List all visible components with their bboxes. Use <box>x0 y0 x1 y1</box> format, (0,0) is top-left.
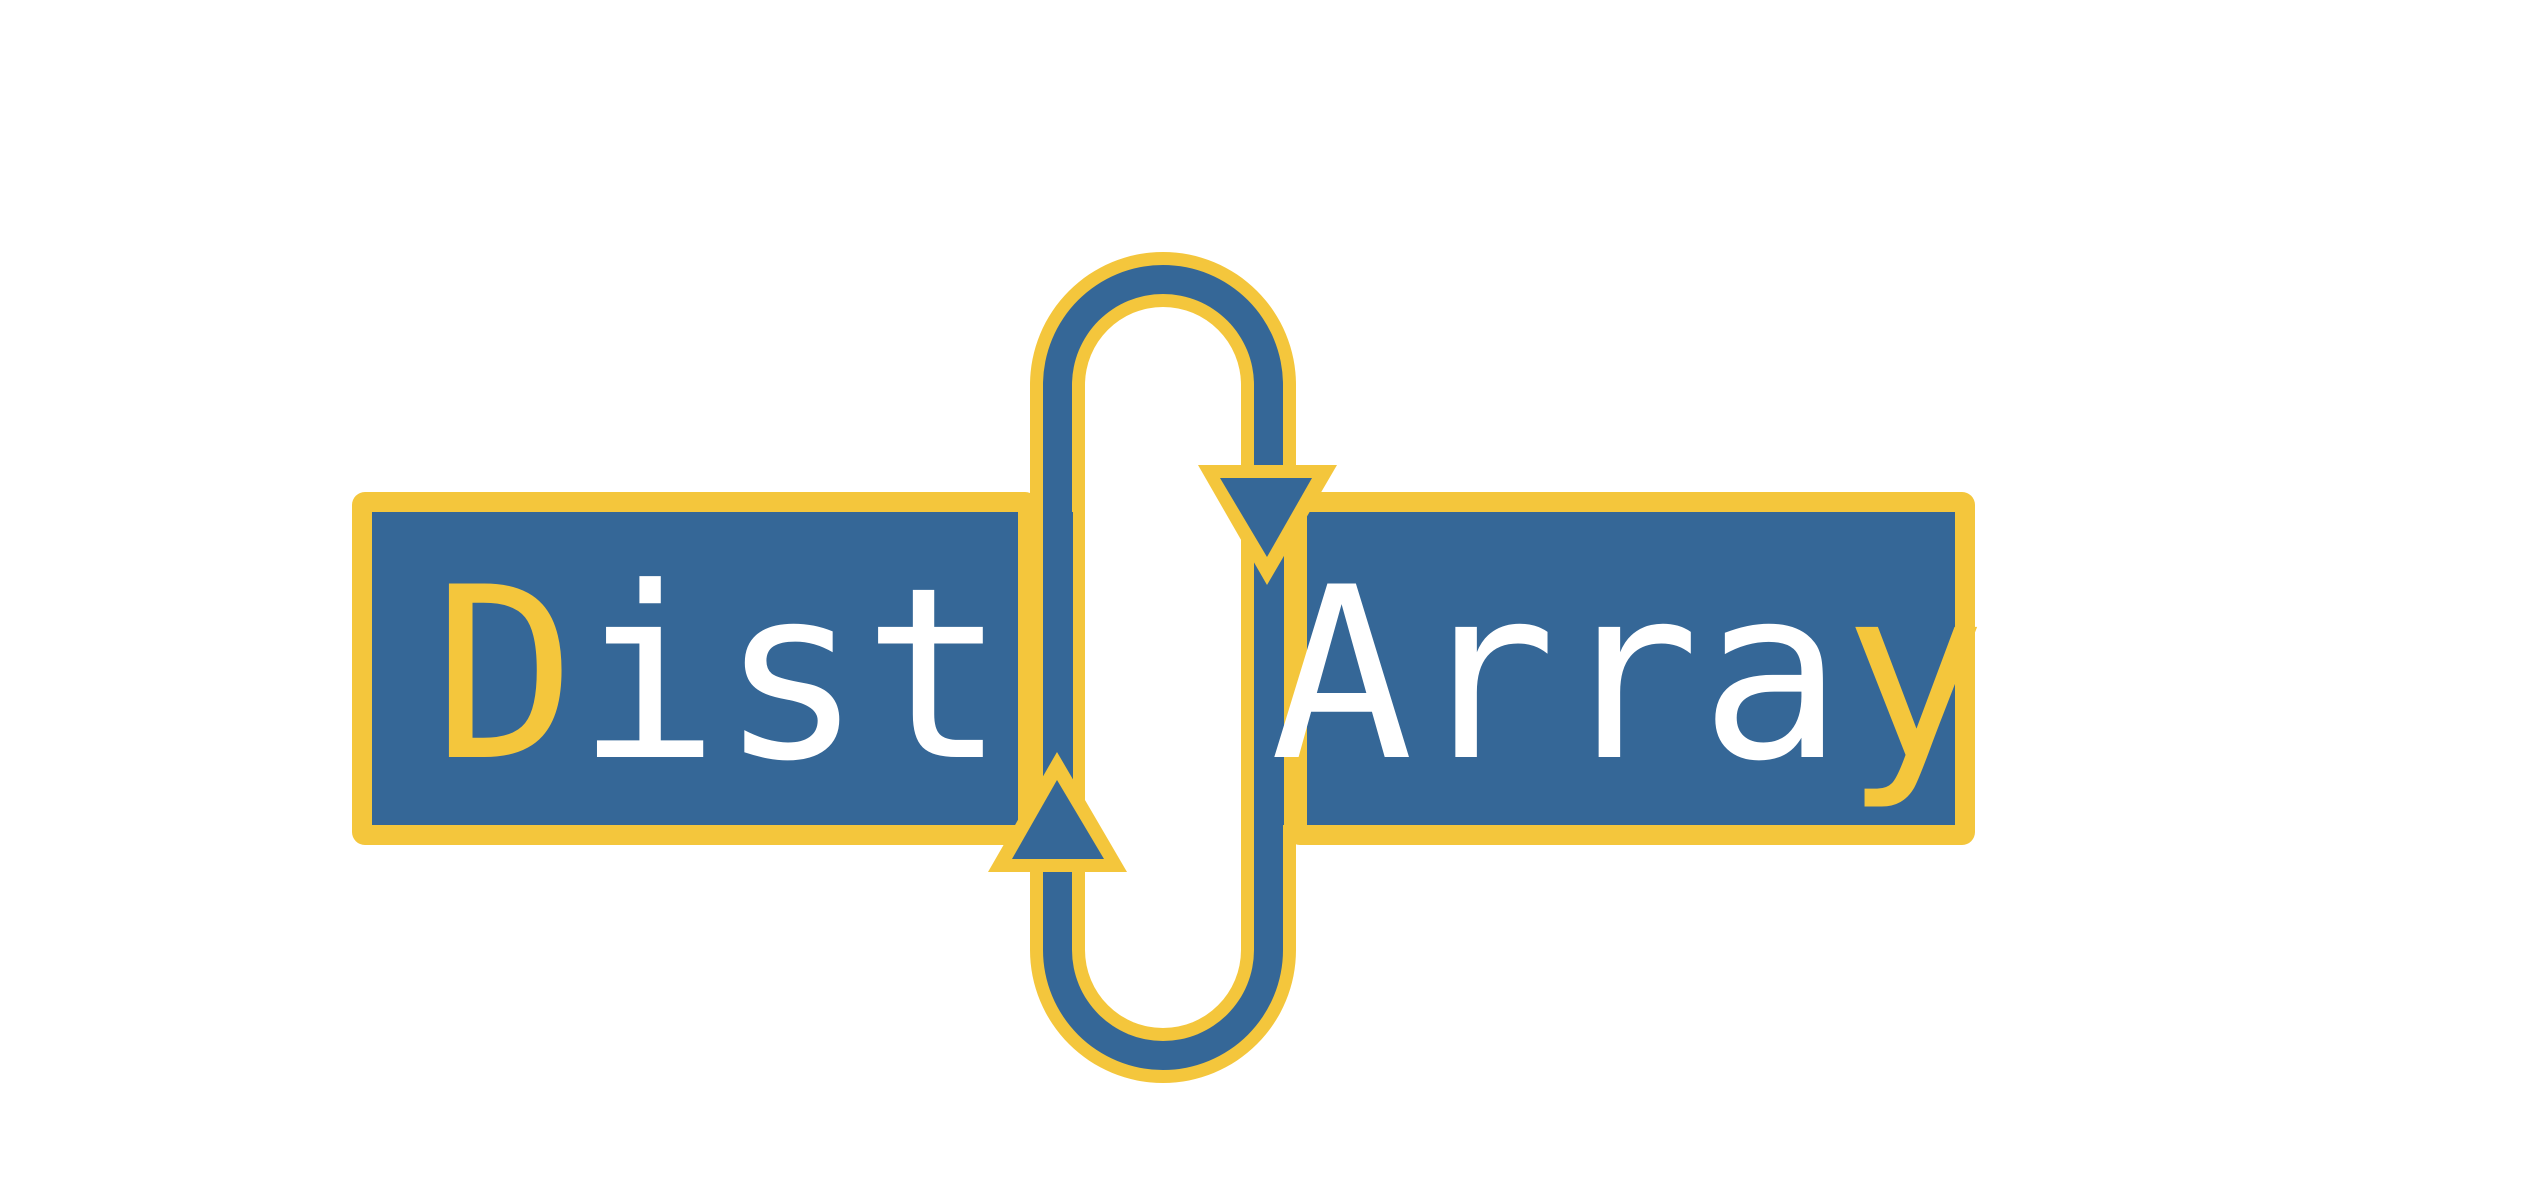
letters-ist: ist <box>576 537 1006 814</box>
right-banner-outline <box>1287 492 1975 845</box>
left-banner-outline <box>352 492 1038 845</box>
word-dist: Dist <box>433 537 1006 814</box>
loop-arrow <box>988 252 1337 1083</box>
word-array: Array <box>1270 537 1986 814</box>
letters-arra: Arra <box>1270 537 1843 814</box>
letter-d: D <box>433 537 576 814</box>
letter-y: y <box>1843 537 1986 814</box>
down-arrowhead <box>1220 478 1312 557</box>
loop-hollow <box>1085 307 1241 1028</box>
right-banner <box>1307 512 1955 825</box>
logo-outline <box>352 492 1975 845</box>
up-arrowhead <box>1012 780 1104 859</box>
left-banner <box>372 512 1018 825</box>
logo-banners <box>372 512 1955 825</box>
